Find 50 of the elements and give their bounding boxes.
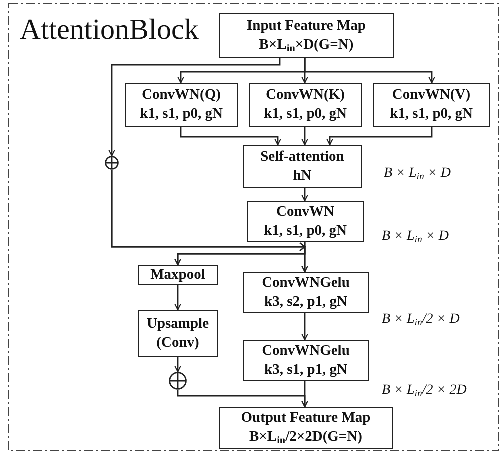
dimension-label: B × L$_{in}$/2 × 2D [382,383,467,399]
dimension-label: B × L$_{in}$/2 × D [382,312,460,328]
node-title: Maxpool [150,266,206,284]
sum-circle [169,372,187,390]
process-box [138,310,218,357]
node-title: ConvWN(V) [392,86,471,105]
node-params: (Conv) [156,334,200,352]
arrow [180,127,282,146]
node-title: ConvWNGelu [262,342,350,360]
arrow [174,285,182,311]
process-box [243,340,369,381]
arrow [304,58,436,84]
arrow [302,313,308,341]
arrow [177,390,308,408]
input-box [219,13,394,58]
node-title: Input Feature Map [247,16,366,36]
node-params: B×L$_{in}$×D(G=N) [259,36,354,54]
node-params: k1, s1, p0, gN [264,105,347,124]
node-params: k1, s1, p0, gN [264,222,347,240]
node-title: Self-attention [260,148,344,166]
diagram-title: AttentionBlock [20,14,199,47]
arrow [302,127,308,146]
arrow [174,357,182,373]
output-box [219,407,393,449]
node-params: k3, s1, p1, gN [264,360,348,380]
process-box [243,145,362,188]
arrow [174,242,306,266]
process-box [249,83,362,127]
dimension-label: B × L$_{in}$ × D [384,166,451,182]
node-title: Output Feature Map [241,409,371,428]
node-params: hN [293,166,312,186]
dimension-label: B × L$_{in}$ × D [382,229,449,245]
process-box [125,83,238,127]
process-box [138,265,218,285]
process-box [243,272,369,313]
node-params: k1, s1, p0, gN [390,105,473,124]
node-title: ConvWN(K) [266,86,345,105]
node-title: ConvWN [276,202,334,222]
node-title: ConvWNGelu [262,274,350,292]
node-params: k1, s1, p0, gN [140,105,223,124]
node-title: Upsample [146,314,210,334]
process-box [247,201,364,242]
process-box [373,83,490,127]
sum-circle [105,156,119,170]
node-title: ConvWN(Q) [142,86,221,105]
arrow [108,58,281,157]
node-params: B×L$_{in}$/2×2D(G=N) [250,428,362,447]
node-params: k3, s2, p1, gN [264,292,348,312]
arrow [326,127,433,146]
arrow [302,188,308,202]
